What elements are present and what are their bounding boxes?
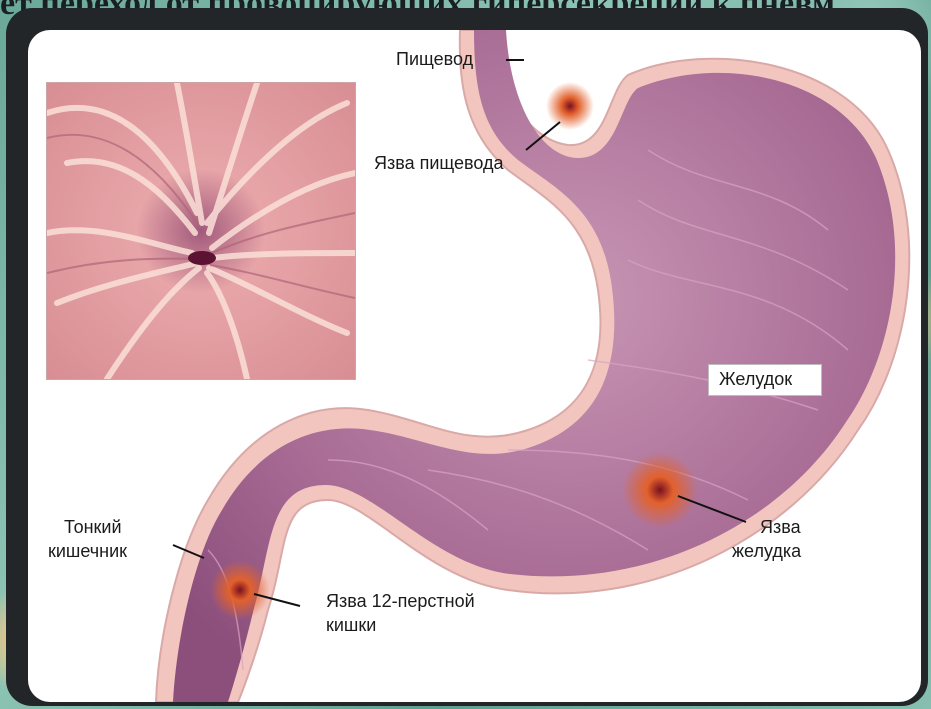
mucosa-closeup-inset xyxy=(46,82,356,380)
gastric-ulcer-mark xyxy=(622,452,698,528)
esophagus-label: Пищевод xyxy=(396,48,473,70)
gastric-ulcer-label-line1: Язва xyxy=(760,516,801,538)
stomach-label-box: Желудок xyxy=(708,364,822,396)
esophageal-ulcer-mark xyxy=(546,82,594,130)
stomach-label: Желудок xyxy=(719,369,792,390)
esophageal-ulcer-label: Язва пищевода xyxy=(374,152,504,174)
gastric-ulcer-label-line2: желудка xyxy=(732,540,801,562)
small-intestine-label-line1: Тонкий xyxy=(64,516,122,538)
illustration-panel: Пищевод Язва пищевода Желудок Тонкий киш… xyxy=(28,30,921,702)
duodenal-ulcer-label-line1: Язва 12-перстной xyxy=(326,590,475,612)
duodenal-ulcer-label-line2: кишки xyxy=(326,614,376,636)
image-frame: Пищевод Язва пищевода Желудок Тонкий киш… xyxy=(6,8,928,706)
mucosa-closeup-illustration xyxy=(47,83,355,379)
duodenal-ulcer-mark xyxy=(210,560,270,620)
small-intestine-label-line2: кишечник xyxy=(48,540,127,562)
